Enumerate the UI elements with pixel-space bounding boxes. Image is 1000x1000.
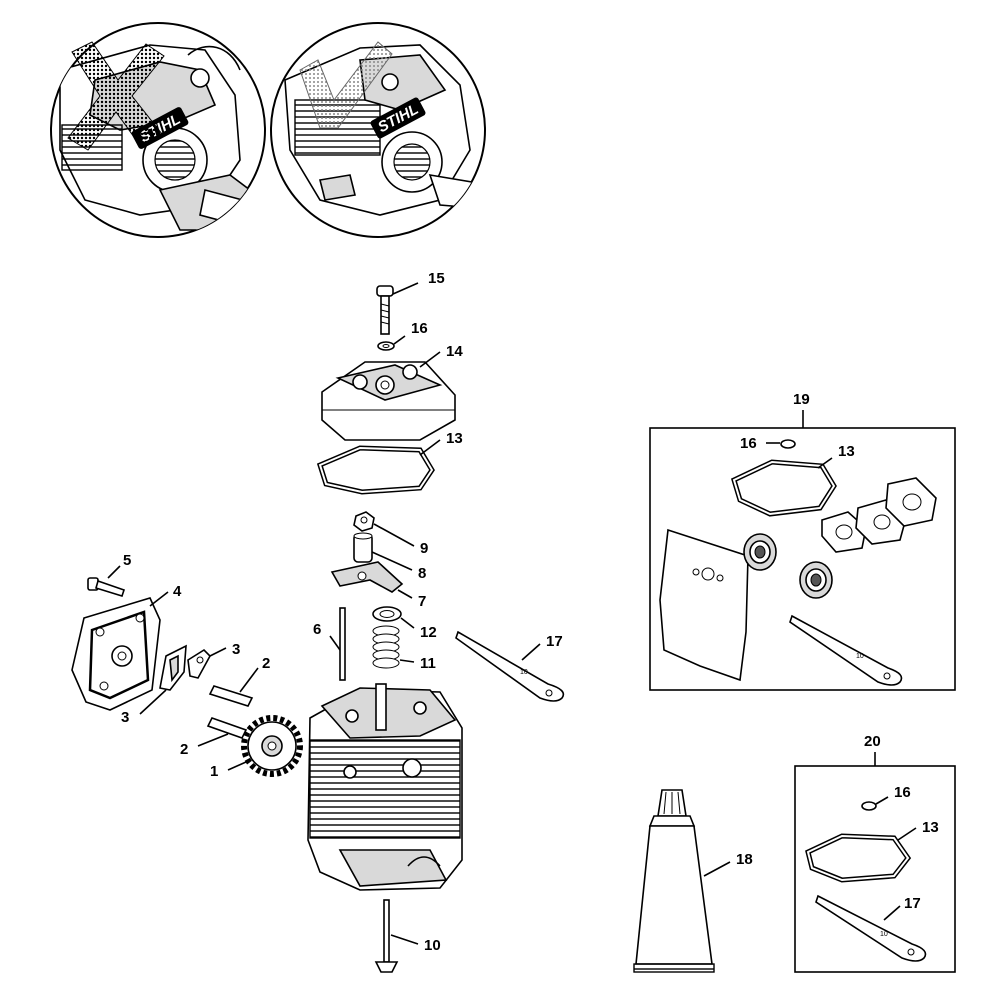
svg-text:10: 10 bbox=[880, 931, 888, 938]
callout-12: 12 bbox=[420, 624, 437, 641]
part-10-valve bbox=[374, 899, 399, 973]
callout-6: 6 bbox=[313, 621, 321, 638]
cylinder-body bbox=[307, 683, 463, 891]
part-1-gear bbox=[241, 715, 303, 777]
callout-kit20-17: 17 bbox=[904, 895, 921, 912]
callout-9: 9 bbox=[420, 540, 428, 557]
part-3-cam-follower-a bbox=[159, 644, 187, 691]
part-6-push-rod bbox=[339, 607, 346, 681]
part-17-tool: 10 bbox=[455, 630, 565, 702]
callout-18: 18 bbox=[736, 851, 753, 868]
part-14-valve-cover bbox=[321, 361, 456, 441]
callout-10: 10 bbox=[424, 937, 441, 954]
callout-3b: 3 bbox=[121, 709, 129, 726]
cross-mark-icon bbox=[67, 41, 165, 151]
part-9-nut bbox=[353, 511, 375, 532]
svg-text:10: 10 bbox=[520, 669, 528, 676]
part-5-screw bbox=[87, 577, 126, 597]
kit19-tool: 10 bbox=[789, 614, 903, 686]
callout-kit19-16: 16 bbox=[740, 435, 757, 452]
kit19-seal-b bbox=[799, 561, 833, 599]
callout-7: 7 bbox=[418, 593, 426, 610]
callout-16: 16 bbox=[411, 320, 428, 337]
detail-circle-correct: STIHL bbox=[270, 22, 486, 238]
callout-kit20-13: 13 bbox=[922, 819, 939, 836]
detail-circle-incorrect: STIHL bbox=[50, 22, 266, 238]
kit19-plate-gasket bbox=[659, 528, 749, 682]
check-mark-icon bbox=[299, 41, 393, 129]
kit20-washer bbox=[861, 801, 877, 811]
callout-3a: 3 bbox=[232, 641, 240, 658]
part-3-cam-follower-b bbox=[187, 648, 211, 679]
kit19-flange-gasket-a bbox=[821, 511, 867, 553]
part-15-screw bbox=[376, 285, 394, 335]
part-7-rocker-arm bbox=[330, 561, 404, 593]
callout-5: 5 bbox=[123, 552, 131, 569]
callout-2a: 2 bbox=[262, 655, 270, 672]
callout-kit20-16: 16 bbox=[894, 784, 911, 801]
part-18-tube bbox=[633, 789, 715, 973]
callout-17: 17 bbox=[546, 633, 563, 650]
callout-11: 11 bbox=[420, 655, 436, 672]
callout-15: 15 bbox=[428, 270, 445, 287]
callout-1: 1 bbox=[210, 763, 218, 780]
part-11-valve-spring bbox=[372, 625, 400, 669]
callout-2b: 2 bbox=[180, 741, 188, 758]
callout-8: 8 bbox=[418, 565, 426, 582]
part-13-gasket bbox=[316, 445, 435, 495]
part-8-sleeve bbox=[353, 532, 373, 563]
kit20-gasket bbox=[805, 833, 912, 883]
callout-20: 20 bbox=[864, 733, 881, 750]
part-2-pin-upper bbox=[208, 685, 254, 707]
kit19-gasket bbox=[730, 459, 837, 517]
callout-19: 19 bbox=[793, 391, 810, 408]
part-12-spring-retainer bbox=[372, 606, 402, 622]
part-4-housing-cover bbox=[71, 597, 161, 711]
kit20-tool: 10 bbox=[815, 894, 927, 962]
part-16-washer bbox=[377, 341, 395, 351]
kit19-washer bbox=[780, 439, 796, 449]
callout-4: 4 bbox=[173, 583, 182, 600]
kit19-seal-a bbox=[743, 533, 777, 571]
kit19-flange-gasket-c bbox=[885, 477, 937, 527]
svg-text:10: 10 bbox=[856, 653, 864, 660]
part-2-pin-lower bbox=[206, 717, 248, 739]
callout-kit19-13: 13 bbox=[838, 443, 855, 460]
callout-14: 14 bbox=[446, 343, 463, 360]
callout-13: 13 bbox=[446, 430, 463, 447]
